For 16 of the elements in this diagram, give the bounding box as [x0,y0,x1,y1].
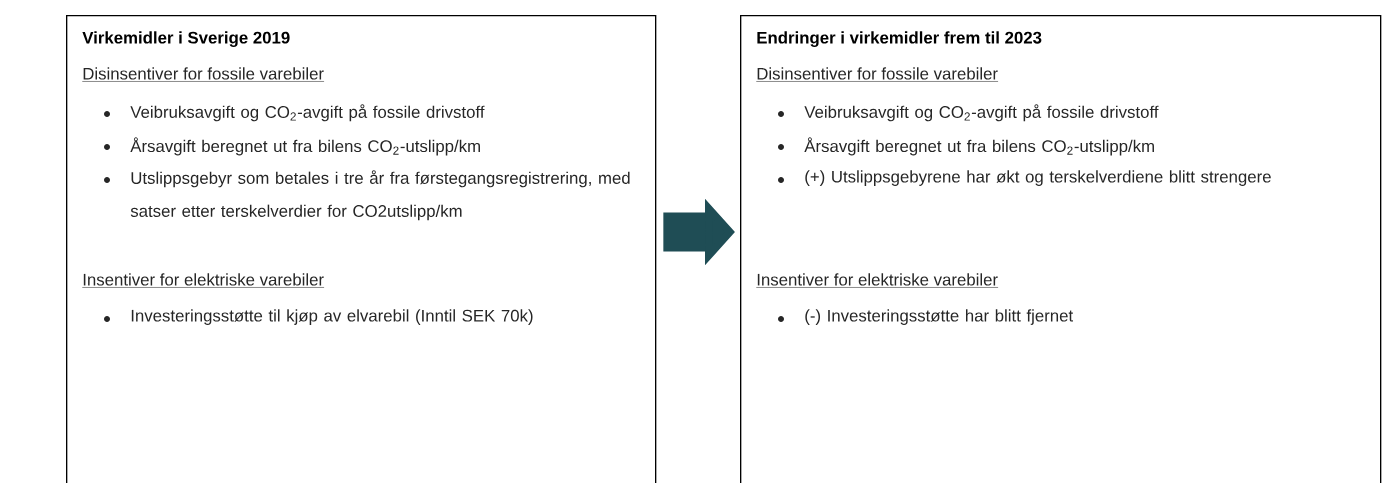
section-heading: Insentiver for elektriske varebiler [756,273,999,288]
section-heading: Insentiver for elektriske varebiler [82,273,325,288]
section-heading: Disinsentiver for fossile varebiler [756,67,999,82]
bullet-item: (-) Investeringsstøtte har blitt fjernet [778,309,1073,325]
panel-heading: Virkemidler i Sverige 2019 [82,31,290,47]
bullet-item: (+) Utslippsgebyrene har økt og terskelverdiene blitt strengere [778,170,1271,186]
panel-box [740,15,1382,483]
bullet-item: Årsavgift beregnet ut fra bilens CO$_{2}$-utslipp/km [778,137,1154,156]
bullet-item: Årsavgift beregnet ut fra bilens CO$_{2}$-utslipp/km [104,137,480,156]
bullet-item: Utslippsgebyr som betales i tre år fra førstegangsregistrering, med satser etter terskelverdier for CO2utslipp/km [104,170,630,221]
bullet-item: Veibruksavgift og CO$_{2}$-avgift på fossile drivstoff [104,104,485,122]
panel-heading: Endringer i virkemidler frem til 2023 [757,31,1042,47]
bullet-item: Veibruksavgift og CO$_{2}$-avgift på fossile drivstoff [778,104,1159,122]
bullet-item: Investeringsstøtte til kjøp av elvarebil (Inntil SEK 70k) [104,309,533,325]
panel-box [66,15,657,483]
section-heading: Disinsentiver for fossile varebiler [82,67,325,82]
